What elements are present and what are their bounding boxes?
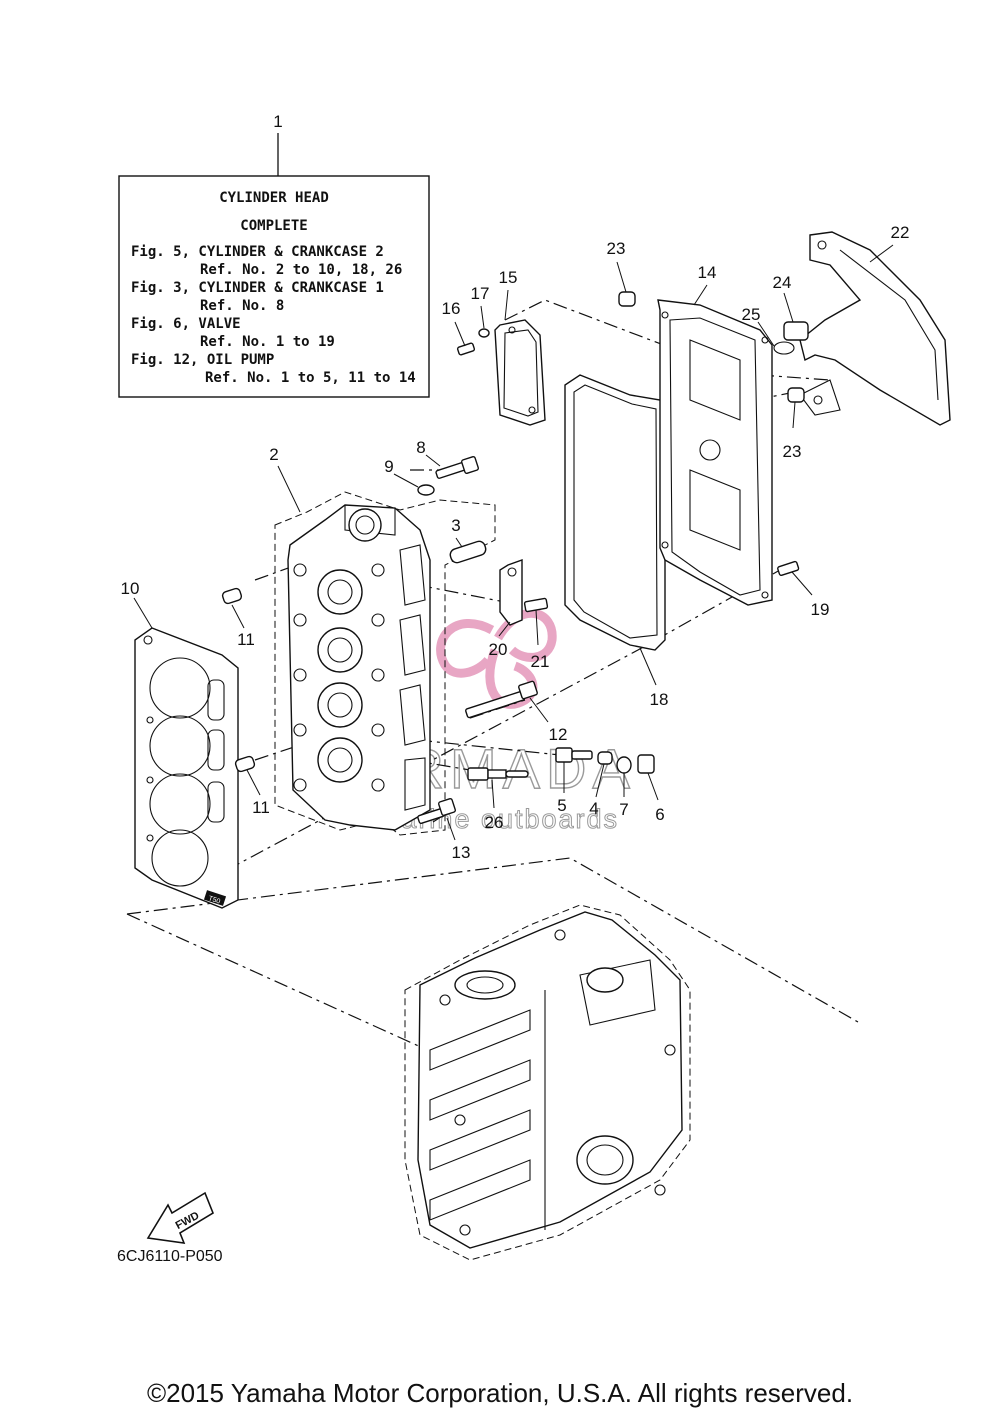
callout-9: 9 bbox=[384, 457, 393, 476]
note-line-9: Fig. 12, OIL PUMP bbox=[131, 352, 274, 368]
callout-25: 25 bbox=[742, 305, 761, 324]
callout-5: 5 bbox=[557, 796, 566, 815]
callout-12: 12 bbox=[549, 725, 568, 744]
callout-1: 1 bbox=[273, 112, 282, 131]
spark-plug bbox=[467, 767, 529, 781]
callout-17: 17 bbox=[471, 284, 490, 303]
cylinder-block bbox=[404, 904, 691, 1261]
fwd-arrow-icon: FWD bbox=[146, 1191, 214, 1244]
note-line-7: Fig. 6, VALVE bbox=[131, 316, 241, 332]
bolt-8-washer-9-pin-3 bbox=[417, 455, 487, 564]
note-line-6: Ref. No. 8 bbox=[200, 298, 284, 314]
copyright-notice: ©2015 Yamaha Motor Corporation, U.S.A. A… bbox=[146, 1378, 854, 1408]
callout-4: 4 bbox=[589, 799, 598, 818]
head-gasket: T50 bbox=[134, 627, 239, 909]
grommets-cap-oring bbox=[618, 291, 809, 577]
callout-2: 2 bbox=[269, 445, 278, 464]
callout-14: 14 bbox=[698, 263, 717, 282]
callout-24: 24 bbox=[773, 273, 792, 292]
dowel-pins bbox=[221, 587, 256, 773]
bracket-20-bolt-21 bbox=[499, 559, 549, 626]
gasket-mark: T50 bbox=[207, 895, 221, 905]
note-line-4: Ref. No. 2 to 10, 18, 26 bbox=[200, 262, 402, 278]
callout-10: 10 bbox=[121, 579, 140, 598]
callout-22: 22 bbox=[891, 223, 910, 242]
callout-20: 20 bbox=[489, 640, 508, 659]
bolt-12 bbox=[465, 680, 538, 719]
callout-8: 8 bbox=[416, 438, 425, 457]
callout-3: 3 bbox=[451, 516, 460, 535]
head-cover-14 bbox=[657, 299, 773, 606]
callout-18: 18 bbox=[650, 690, 669, 709]
callout-7: 7 bbox=[619, 800, 628, 819]
callout-6: 6 bbox=[655, 805, 664, 824]
callout-23a: 23 bbox=[607, 239, 626, 258]
callout-19: 19 bbox=[811, 600, 830, 619]
cover-15 bbox=[456, 319, 546, 426]
note-title-line1: CYLINDER HEAD bbox=[219, 190, 329, 206]
callout-13: 13 bbox=[452, 843, 471, 862]
callout-26: 26 bbox=[485, 813, 504, 832]
callout-11b: 11 bbox=[252, 798, 270, 817]
note-box: 1 CYLINDER HEAD COMPLETE Fig. 5, CYLINDE… bbox=[118, 112, 430, 398]
figure-code: 6CJ6110-P050 bbox=[117, 1248, 223, 1265]
callout-numbers: 2 3 4 5 6 7 8 9 10 11 11 12 13 14 15 16 … bbox=[121, 223, 910, 862]
note-line-3: Fig. 5, CYLINDER & CRANKCASE 2 bbox=[131, 244, 384, 260]
cover-22 bbox=[799, 231, 951, 426]
callout-15: 15 bbox=[499, 268, 518, 287]
bolt-13 bbox=[417, 797, 457, 825]
callout-23b: 23 bbox=[783, 442, 802, 461]
note-title-line2: COMPLETE bbox=[240, 218, 307, 234]
cylinder-head bbox=[274, 491, 496, 836]
leader-lines bbox=[133, 244, 894, 841]
note-line-5: Fig. 3, CYLINDER & CRANKCASE 1 bbox=[131, 280, 384, 296]
callout-16: 16 bbox=[442, 299, 461, 318]
callout-21: 21 bbox=[531, 652, 550, 671]
note-line-8: Ref. No. 1 to 19 bbox=[200, 334, 335, 350]
cover-gasket bbox=[564, 374, 666, 651]
note-line-10: Ref. No. 1 to 5, 11 to 14 bbox=[205, 370, 416, 386]
callout-11a: 11 bbox=[237, 630, 255, 649]
